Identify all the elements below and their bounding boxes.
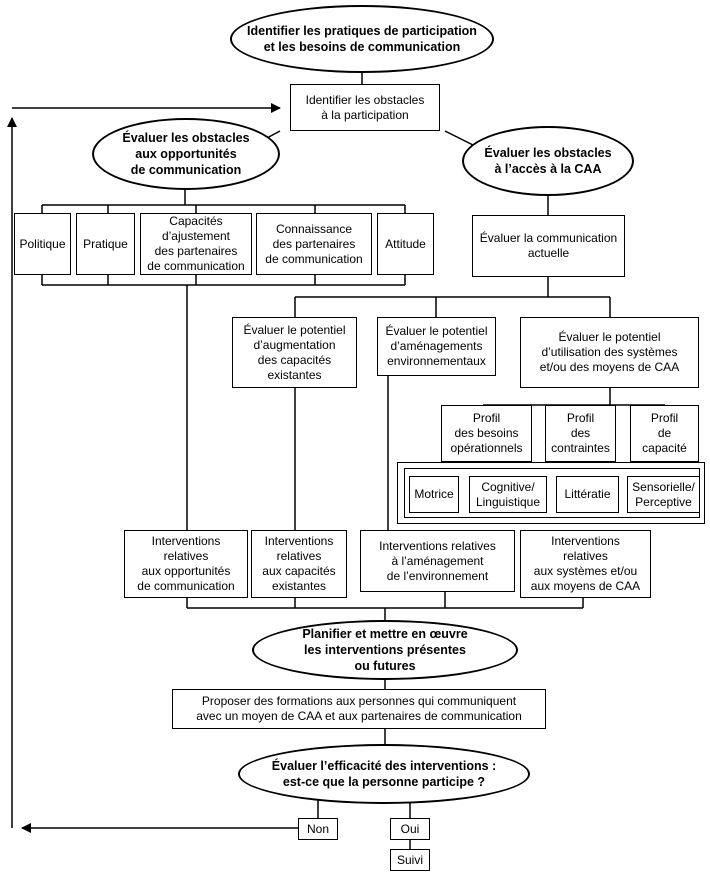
plan-interventions-node: Planifier et mettre en œuvre les interve… — [252, 620, 518, 680]
propose-training-node: Proposer des formations aux personnes qu… — [172, 689, 546, 729]
barrier-connaissance-node: Connaissance des partenaires de communic… — [256, 213, 372, 275]
outcome-non-node: Non — [298, 818, 338, 840]
barrier-pratique-node: Pratique — [76, 213, 135, 275]
evaluate-access-barriers-node: Évaluer les obstacles à l’accès à la CAA — [462, 126, 634, 196]
identify-obstacles-node: Identifier les obstacles à la participat… — [290, 84, 440, 131]
intervention-opportunities-node: Interventions relatives aux opportunités… — [124, 530, 248, 598]
capacity-cognitive-node: Cognitive/ Linguistique — [469, 476, 547, 513]
capacity-outer-frame — [397, 462, 705, 524]
potential-aac-use-node: Évaluer le potentiel d’utilisation des s… — [520, 317, 699, 388]
evaluate-opportunity-barriers-node: Évaluer les obstacles aux opportunités d… — [92, 118, 280, 190]
capacity-sensorielle-node: Sensorielle/ Perceptive — [627, 476, 700, 513]
evaluate-effectiveness-node: Évaluer l’efficacité des interventions :… — [238, 744, 530, 804]
profile-operational-needs-node: Profil des besoins opérationnels — [441, 405, 532, 462]
identify-practices-node: Identifier les pratiques de participatio… — [230, 5, 494, 73]
potential-augmentation-node: Évaluer le potentiel d’augmentation des … — [232, 317, 357, 388]
profile-constraints-node: Profil des contraintes — [545, 405, 616, 462]
intervention-environment-node: Interventions relatives à l’aménagement … — [360, 530, 515, 592]
follow-up-node: Suivi — [390, 849, 430, 871]
potential-environmental-node: Évaluer le potentiel d’aménagements envi… — [377, 317, 496, 376]
evaluate-current-communication-node: Évaluer la communication actuelle — [472, 215, 625, 277]
outcome-oui-node: Oui — [390, 818, 430, 840]
intervention-aac-systems-node: Interventions relatives aux systèmes et/… — [520, 530, 651, 598]
capacity-motrice-node: Motrice — [409, 476, 459, 513]
capacity-litteratie-node: Littératie — [556, 476, 619, 513]
barrier-politique-node: Politique — [14, 213, 71, 275]
profile-capacity-node: Profil de capacité — [630, 405, 699, 462]
barrier-attitude-node: Attitude — [377, 213, 434, 275]
intervention-capacities-node: Interventions relatives aux capacités ex… — [251, 530, 347, 598]
barrier-capacites-ajustement-node: Capacités d’ajustement des partenaires d… — [140, 213, 252, 275]
